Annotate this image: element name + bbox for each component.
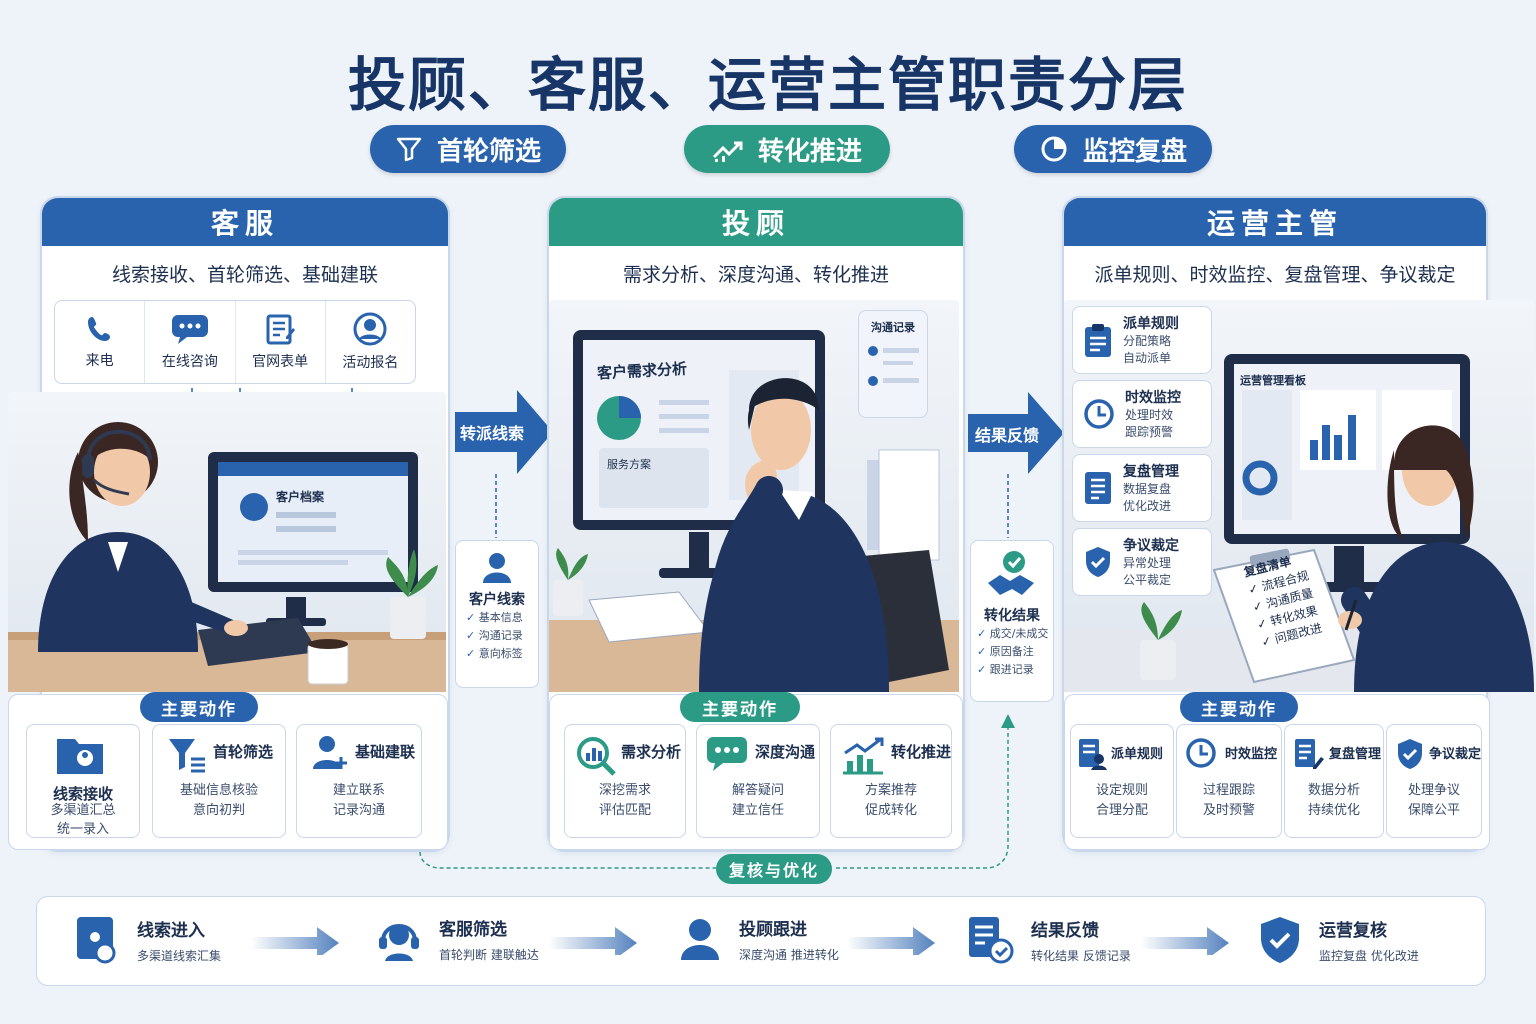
clipboard-icon — [1085, 324, 1111, 357]
panel-yunying-title: 运营主管 — [1064, 198, 1486, 246]
action-deep-communication[interactable]: 深度沟通 解答疑问 建立信任 — [696, 724, 820, 838]
add-user-icon — [313, 736, 347, 769]
lead-source-icon — [77, 917, 116, 964]
action-review-manage[interactable]: 复盘管理 数据分析 持续优化 — [1284, 724, 1384, 838]
action-lead-receive[interactable]: 线索接收 多渠道汇总 统一录入 — [26, 724, 140, 838]
flow-step-lead-in: 线索进入多渠道线索汇集 — [75, 915, 221, 965]
headset-icon — [379, 924, 419, 961]
handshake-check-icon — [988, 551, 1034, 595]
transfer-label-2: 结果反馈 — [975, 426, 1040, 445]
shield-check-icon — [1398, 739, 1422, 769]
rule-timeliness[interactable]: 时效监控处理时效跟踪预警 — [1072, 380, 1212, 448]
chat-bubble-icon — [171, 315, 208, 344]
action-conversion-push[interactable]: 转化推进 方案推荐 促成转化 — [830, 724, 952, 838]
bar-trend-icon — [843, 737, 884, 775]
flow-arrow — [251, 927, 339, 955]
channel-web-form[interactable]: 官网表单 — [236, 301, 326, 383]
screen-section: 服务方案 — [607, 458, 651, 471]
folder-icon — [57, 739, 103, 774]
document-edit-icon — [1295, 739, 1324, 769]
panel-yunying-subtitle: 派单规则、时效监控、复盘管理、争议裁定 — [1094, 264, 1456, 286]
user-icon — [681, 919, 719, 960]
rule-review[interactable]: 复盘管理数据复盘优化改进 — [1072, 454, 1212, 522]
clock-icon — [1084, 399, 1114, 429]
channel-list: 来电 在线咨询 官网表单 活动报名 — [54, 300, 416, 384]
action-timeliness[interactable]: 时效监控 过程跟踪 及时预警 — [1176, 724, 1282, 838]
screen-label: 客户档案 — [276, 490, 325, 504]
phone-icon — [87, 317, 110, 341]
tougu-actions-label: 主要动作 — [680, 692, 800, 722]
screen-label: 运营管理看板 — [1240, 374, 1306, 387]
action-dispatch-rule[interactable]: 派单规则 设定规则 合理分配 — [1070, 724, 1174, 838]
review-loop-line — [419, 714, 1015, 869]
rule-dispute[interactable]: 争议裁定异常处理公平裁定 — [1072, 528, 1212, 596]
check-icon: ✓ — [466, 647, 479, 660]
action-dispute-ruling[interactable]: 争议裁定 处理争议 保障公平 — [1386, 724, 1482, 838]
chat-lines-icon — [868, 346, 919, 386]
funnel-icon — [396, 137, 422, 162]
result-connector — [1007, 474, 1009, 538]
action-first-screen[interactable]: 首轮筛选 基础信息核验 意向初判 — [152, 724, 286, 838]
document-user-icon — [1079, 739, 1107, 770]
tougu-illustration — [549, 330, 959, 692]
flow-step-result-feedback: 结果反馈转化结果 反馈记录 — [967, 915, 1131, 965]
check-icon: ✓ — [977, 627, 990, 640]
flow-step-tougu-follow: 投顾跟进深度沟通 推进转化 — [677, 915, 839, 963]
pill-label: 监控复盘 — [1082, 136, 1187, 167]
check-icon: ✓ — [466, 629, 479, 642]
user-badge-icon — [353, 312, 387, 346]
flow-bar: 线索进入多渠道线索汇集 客服筛选首轮判断 建联触达 投顾跟进深度沟通 推进转化 … — [36, 896, 1486, 986]
transfer-label-1: 转派线索 — [460, 424, 525, 443]
form-icon — [266, 314, 296, 345]
transfer-arrow-2 — [968, 392, 1064, 474]
flow-arrow — [847, 927, 935, 955]
flow-arrow — [1141, 927, 1229, 955]
chat-bubble-icon — [707, 737, 747, 771]
panel-kefu-subtitle: 线索接收、首轮筛选、基础建联 — [111, 264, 378, 286]
yunying-scene: 运营管理看板 复盘清单 ✓ 流程合规 ✓ 沟通质量 ✓ 转化效果 ✓ 问题改进 — [1064, 300, 1534, 692]
result-card: 转化结果 ✓ 成交/未成交 ✓ 原因备注 ✓ 跟进记录 — [970, 540, 1054, 702]
lead-connector — [495, 474, 497, 538]
action-needs-analysis[interactable]: 需求分析 深挖需求 评估匹配 — [564, 724, 686, 838]
pie-chart-icon — [1041, 136, 1067, 162]
transfer-arrow-1 — [455, 390, 553, 474]
yunying-actions-label: 主要动作 — [1180, 692, 1298, 722]
shield-check-icon — [1261, 917, 1299, 963]
flow-arrow — [549, 927, 637, 955]
panel-tougu-title: 投顾 — [549, 198, 963, 246]
kefu-actions-label: 主要动作 — [140, 692, 258, 722]
channel-online-chat[interactable]: 在线咨询 — [145, 301, 236, 383]
document-list-icon — [1085, 472, 1111, 504]
filter-list-icon — [169, 739, 205, 773]
flow-step-ops-review: 运营复核监控复盘 优化改进 — [1257, 915, 1419, 965]
pill-label: 转化推进 — [757, 136, 862, 167]
pill-monitor-review: 监控复盘 — [1014, 125, 1212, 173]
check-icon: ✓ — [977, 645, 990, 658]
rule-dispatch[interactable]: 派单规则分配策略自动派单 — [1072, 306, 1212, 374]
pill-label: 首轮筛选 — [436, 136, 541, 167]
channel-phone[interactable]: 来电 — [55, 301, 146, 383]
magnifier-chart-icon — [577, 737, 616, 776]
trend-up-icon — [712, 141, 743, 162]
clock-icon — [1186, 738, 1216, 768]
document-check-icon — [969, 917, 1014, 964]
check-icon: ✓ — [466, 611, 479, 624]
shield-check-icon — [1086, 547, 1110, 577]
pill-conversion: 转化推进 — [684, 125, 890, 173]
check-icon: ✓ — [977, 663, 990, 676]
flow-step-kefu-screen: 客服筛选首轮判断 建联触达 — [375, 915, 539, 963]
comm-record-bubble: 沟通记录 — [858, 310, 928, 418]
pill-first-screening: 首轮筛选 — [370, 125, 566, 173]
panel-tougu-subtitle: 需求分析、深度沟通、转化推进 — [622, 264, 889, 286]
action-basic-contact[interactable]: 基础建联 建立联系 记录沟通 — [296, 724, 422, 838]
kefu-illustration — [8, 422, 446, 692]
lead-card: 客户线索 ✓ 基本信息 ✓ 沟通记录 ✓ 意向标签 — [455, 540, 539, 688]
kefu-scene: 客户档案 — [8, 392, 446, 692]
yunying-illustration — [1064, 354, 1534, 692]
channel-event-signup[interactable]: 活动报名 — [326, 301, 415, 383]
page-title: 投顾、客服、运营主管职责分层 — [347, 51, 1188, 119]
review-loop-label: 复核与优化 — [716, 854, 832, 884]
user-icon — [483, 553, 511, 583]
panel-kefu-title: 客服 — [42, 198, 448, 246]
